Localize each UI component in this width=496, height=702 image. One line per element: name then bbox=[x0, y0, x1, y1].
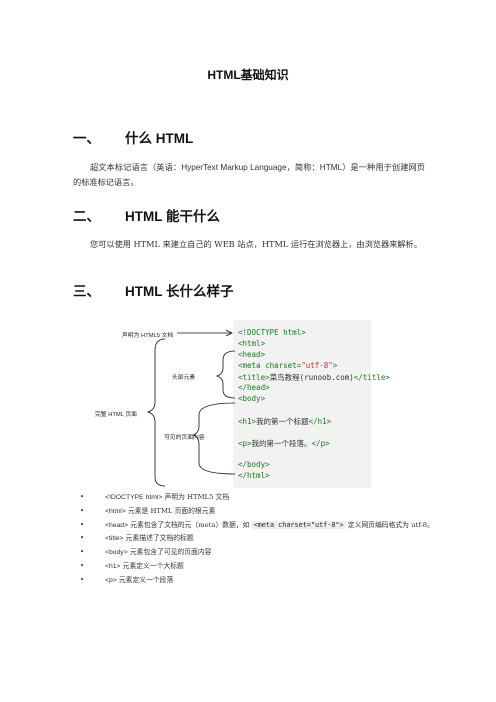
section-title: 什么 HTML bbox=[125, 131, 194, 146]
code-title: <title>菜鸟教程(runoob.com)</title> bbox=[238, 372, 390, 383]
code-doctype: <!DOCTYPE html> bbox=[238, 328, 306, 337]
section-2-paragraph: 您可以使用 HTML 来建立自己的 WEB 站点，HTML 运行在浏览器上，由浏… bbox=[90, 239, 422, 249]
code-token: <h1> bbox=[238, 417, 257, 426]
list-item: <head> 元素包含了文档的元（meta）数据，如 <meta charset… bbox=[80, 519, 440, 533]
list-item: <p> 元素定义一个段落 bbox=[80, 574, 440, 588]
code-content: 我的第一个标题 bbox=[256, 417, 309, 426]
list-item-text: 声明为 HTML5 文档 bbox=[162, 493, 230, 501]
para-term: HTML bbox=[319, 163, 343, 172]
section-heading-1: 一、 什么 HTML bbox=[73, 127, 193, 147]
list-item: <body> 元素包含了可见的页面内容 bbox=[80, 546, 440, 560]
list-item-text: 元素是 HTML 页面的根元素 bbox=[125, 506, 216, 515]
list-item-text: 元素定义一个段落 bbox=[116, 575, 174, 584]
list-item: <title> 元素描述了文档的标题 bbox=[80, 532, 440, 546]
document-title: HTML基础知识 bbox=[207, 68, 289, 82]
code-string: "utf-8" bbox=[301, 361, 333, 370]
code-body-close: </body> bbox=[238, 460, 270, 469]
doctype-arrow-head bbox=[225, 329, 233, 337]
list-item-text: 元素定义一个大标题 bbox=[120, 561, 184, 570]
list-item-tag: <body> bbox=[105, 549, 128, 557]
list-item-tag: <p> bbox=[105, 576, 117, 584]
code-head-open: <head> bbox=[238, 350, 266, 359]
element-description-list: <!DOCTYPE html> 声明为 HTML5 文档 <html> 元素是 … bbox=[80, 491, 440, 588]
para-text: 超文本标记语言（英语： bbox=[90, 162, 182, 172]
para-text: ，简称： bbox=[286, 162, 320, 172]
label-body: 可见的页面内容 bbox=[164, 435, 205, 441]
page-bracket bbox=[146, 338, 166, 487]
list-item-text: 元素包含了可见的页面内容 bbox=[127, 548, 212, 557]
section-1-paragraph: 超文本标记语言（英语：HyperText Markup Language，简称：… bbox=[73, 160, 425, 189]
list-item: <h1> 元素定义一个大标题 bbox=[80, 560, 440, 574]
label-head: 头部元素 bbox=[172, 375, 196, 381]
section-number: 一、 bbox=[73, 131, 100, 146]
code-token: </title> bbox=[353, 373, 390, 382]
list-item: <html> 元素是 HTML 页面的根元素 bbox=[80, 505, 440, 519]
list-item-tag: <head> bbox=[105, 521, 129, 529]
code-head-close: </head> bbox=[238, 383, 270, 392]
list-item-text: 定义网页编码格式为 utf-8。 bbox=[345, 520, 434, 529]
section-number: 三、 bbox=[73, 284, 100, 299]
section-number: 二、 bbox=[73, 209, 100, 224]
html-structure-figure: 声明为 HTML5 文档 头部元素 完整 HTML 页面 可见的页面内容 <!D… bbox=[95, 320, 395, 490]
section-title: HTML 能干什么 bbox=[125, 209, 220, 224]
label-doctype: 声明为 HTML5 文档 bbox=[122, 333, 174, 339]
code-body-open: <body> bbox=[238, 394, 266, 403]
code-meta: <meta charset="utf-8"> bbox=[238, 361, 337, 370]
code-token: <title> bbox=[238, 373, 270, 382]
list-item-text: 元素描述了文档的标题 bbox=[123, 534, 194, 543]
inline-code: <meta charset="utf-8"> bbox=[251, 520, 346, 529]
para-term: HyperText Markup Language bbox=[181, 163, 287, 172]
section-title: HTML 长什么样子 bbox=[125, 284, 234, 299]
code-token: <meta charset= bbox=[238, 361, 302, 370]
code-p: <p>我的第一个段落。</p> bbox=[238, 438, 330, 449]
code-token: <p> bbox=[238, 439, 252, 448]
code-token: </h1> bbox=[308, 417, 332, 426]
list-item-tag: <html> bbox=[105, 507, 126, 515]
bracket-lines bbox=[146, 329, 236, 487]
section-heading-3: 三、 HTML 长什么样子 bbox=[73, 280, 234, 300]
list-item-tag: <!DOCTYPE html> bbox=[105, 494, 163, 501]
code-example-box bbox=[233, 320, 371, 488]
code-html-close: </html> bbox=[238, 471, 270, 480]
code-content: 菜鸟教程(runoob.com) bbox=[269, 373, 354, 382]
code-content: 我的第一个段落。 bbox=[251, 439, 312, 448]
code-h1: <h1>我的第一个标题</h1> bbox=[238, 416, 331, 427]
para-text: ）是一种用于创建网页的标准标记语言。 bbox=[73, 162, 425, 187]
body-bracket bbox=[191, 402, 236, 475]
list-item-tag: <h1> bbox=[105, 562, 121, 570]
code-token: > bbox=[332, 361, 338, 370]
code-html-open: <html> bbox=[238, 339, 266, 348]
list-item-text: 元素包含了文档的元（meta）数据，如 bbox=[128, 520, 252, 529]
list-item: <!DOCTYPE html> 声明为 HTML5 文档 bbox=[80, 491, 440, 505]
list-item-tag: <title> bbox=[105, 535, 124, 543]
label-page: 完整 HTML 页面 bbox=[95, 412, 137, 418]
code-token: </p> bbox=[311, 439, 330, 448]
section-heading-2: 二、 HTML 能干什么 bbox=[73, 205, 220, 225]
head-bracket bbox=[215, 350, 236, 399]
